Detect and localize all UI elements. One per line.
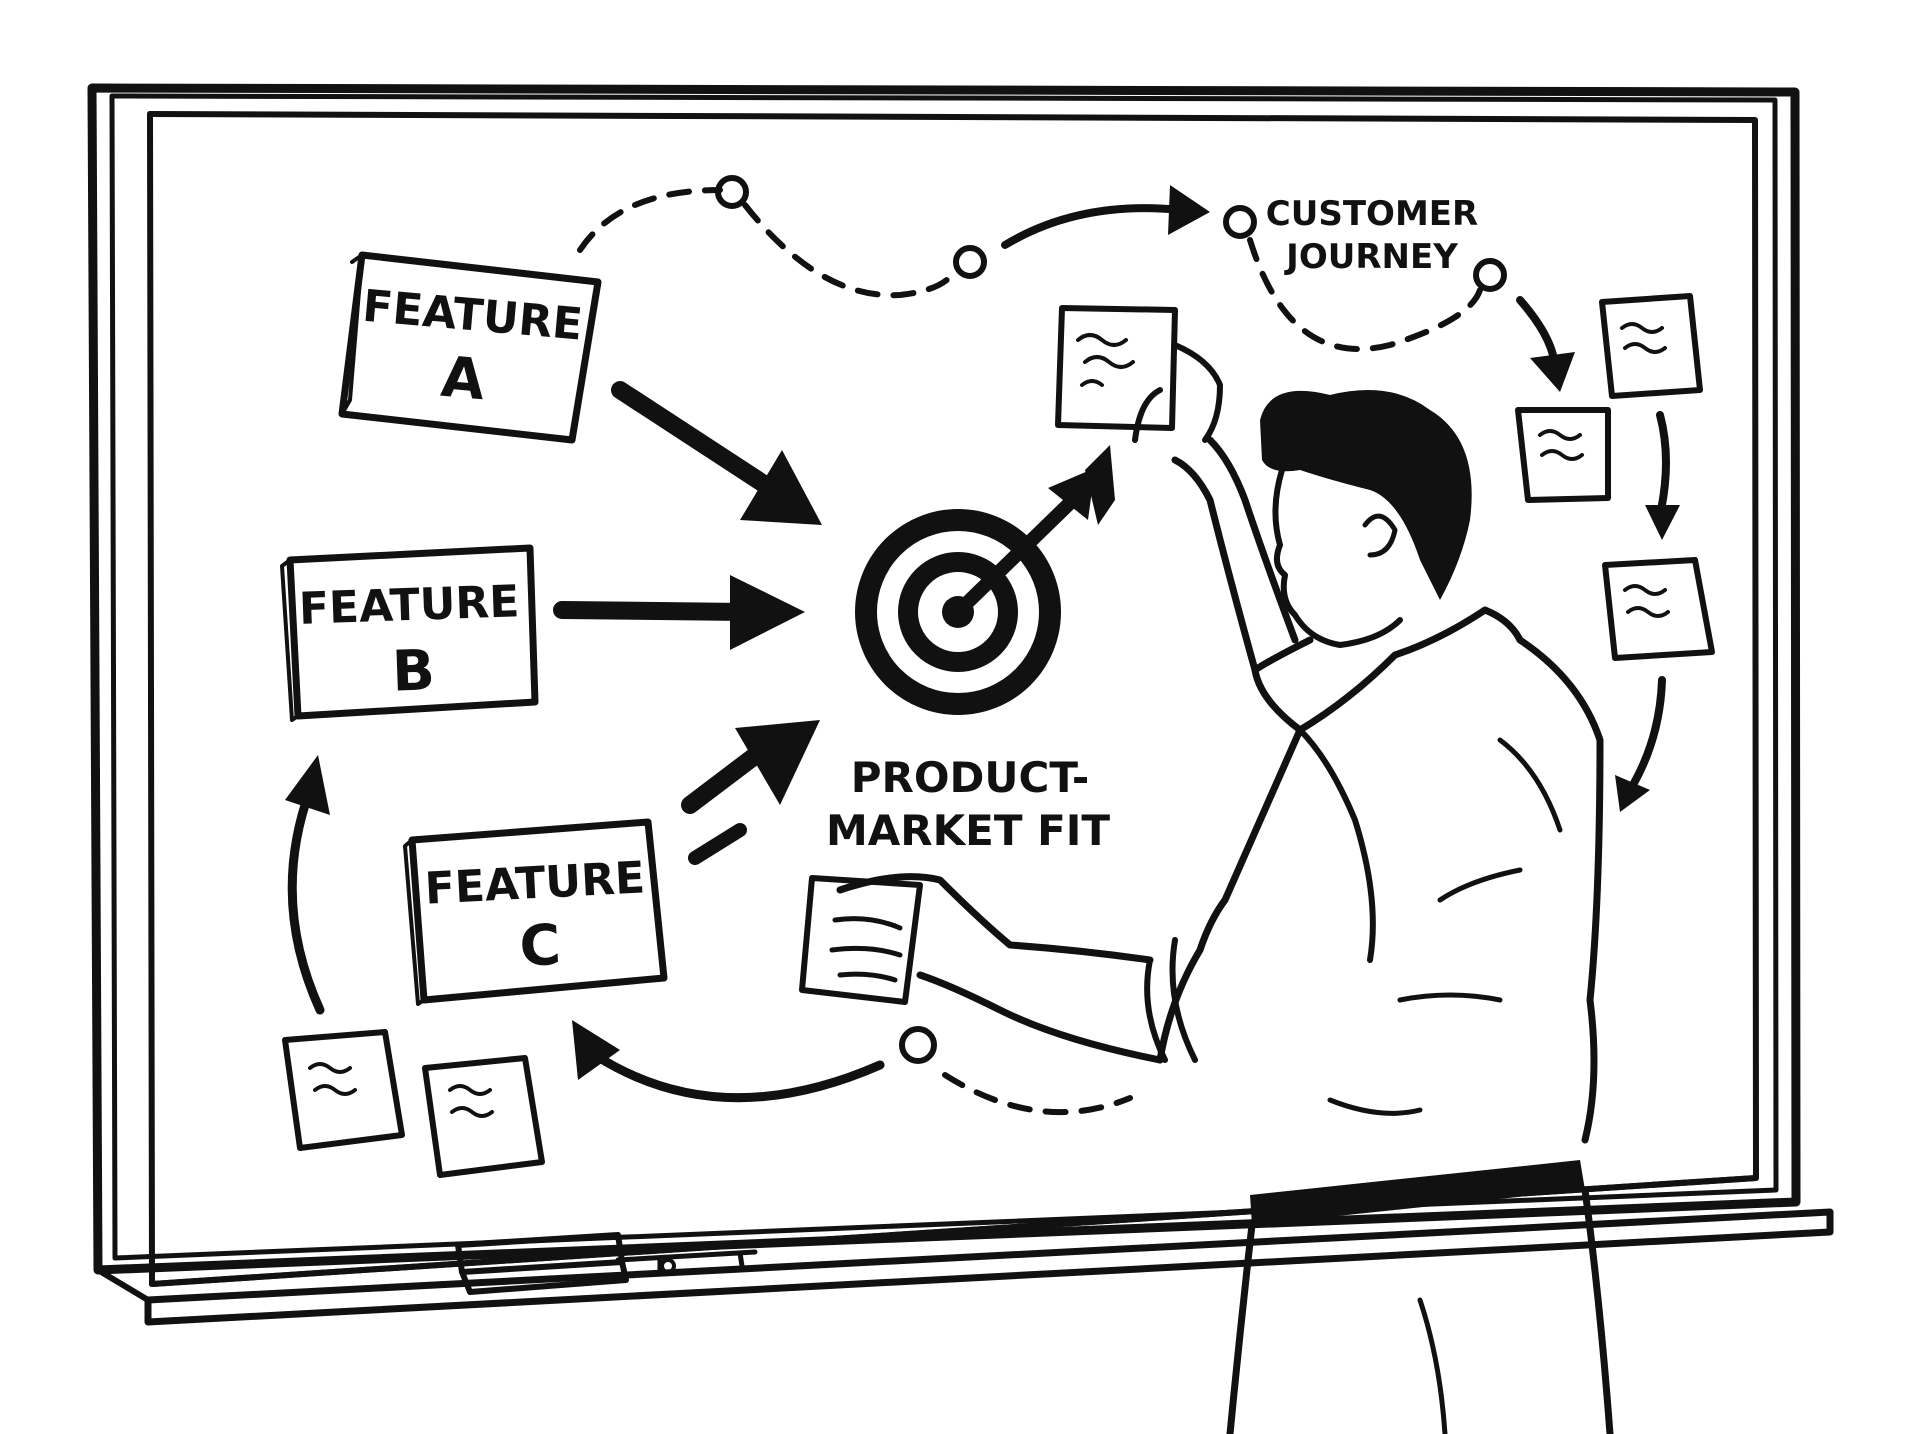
target-label-line1: PRODUCT- <box>851 753 1090 802</box>
target-label: PRODUCT- MARKET FIT <box>826 753 1110 855</box>
arrow-icon <box>553 381 822 865</box>
journey-path <box>285 175 1680 1116</box>
feature-b-line2: B <box>391 638 436 704</box>
feature-b-line1: FEATURE <box>298 576 520 635</box>
target-icon <box>855 445 1115 715</box>
whiteboard-frame <box>87 83 1834 1326</box>
feature-a-label: FEATURE A <box>361 281 585 414</box>
feature-c-line1: FEATURE <box>423 852 646 914</box>
journey-label-line1: CUSTOMER <box>1266 194 1478 234</box>
target-label-line2: MARKET FIT <box>826 806 1110 855</box>
sticky-note-icon <box>282 293 1715 1178</box>
feature-c-line2: C <box>518 913 562 980</box>
feature-b-card <box>280 544 539 722</box>
marker-icon <box>615 1249 758 1275</box>
journey-label: CUSTOMER JOURNEY <box>1266 194 1478 277</box>
person-illustration <box>829 342 1614 1434</box>
feature-a-line1: FEATURE <box>361 281 585 351</box>
feature-c-card <box>403 818 668 1006</box>
feature-a-line2: A <box>439 345 488 414</box>
feature-b-label: FEATURE B <box>298 576 520 704</box>
feature-a-card <box>338 251 602 444</box>
journey-label-line2: JOURNEY <box>1284 237 1458 277</box>
feature-c-label: FEATURE C <box>423 852 646 980</box>
